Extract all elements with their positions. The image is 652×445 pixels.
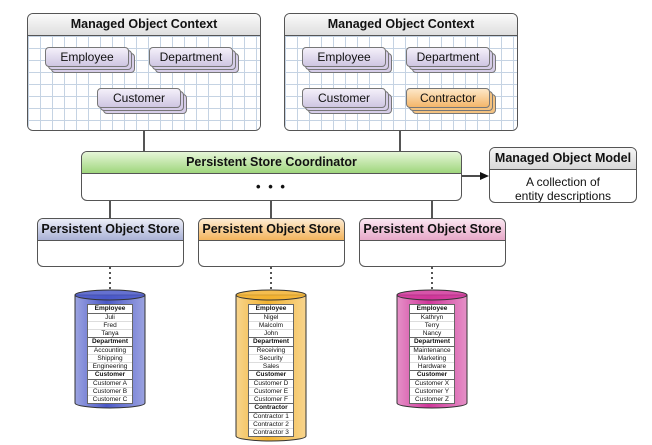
table-row: Tanya xyxy=(101,330,119,337)
table-row: Fred xyxy=(88,322,132,330)
table-row: Terry xyxy=(410,322,454,330)
entity-employee[interactable]: Employee xyxy=(45,47,135,73)
managed-object-model: Managed Object Model A collection of ent… xyxy=(489,147,637,203)
entity-contractor[interactable]: Contractor xyxy=(406,88,496,114)
model-description: A collection of entity descriptions xyxy=(514,175,612,203)
table-row: Customer E xyxy=(249,388,293,396)
persistent-object-store-3: Persistent Object Store xyxy=(359,218,506,267)
entity-employee[interactable]: Employee xyxy=(302,47,392,73)
managed-object-context-2: Managed Object Context Employee Departme… xyxy=(284,13,518,131)
entity-department[interactable]: Department xyxy=(149,47,239,73)
table-row: Customer D xyxy=(249,380,293,388)
table-row: Receiving xyxy=(249,347,293,355)
table-row: Customer F xyxy=(254,396,288,403)
table-name: Customer xyxy=(88,371,132,380)
persistent-store-coordinator: Persistent Store Coordinator • • • xyxy=(81,151,462,201)
table-row: Customer C xyxy=(92,396,128,403)
managed-object-context-1: Managed Object Context Employee Departme… xyxy=(27,13,261,131)
table-row: Shipping xyxy=(88,355,132,363)
entity-customer[interactable]: Customer xyxy=(302,88,392,114)
table-row: Contractor 2 xyxy=(249,421,293,429)
table-row: Contractor 3 xyxy=(253,429,289,436)
table-row: Juli xyxy=(88,314,132,322)
table-name: Employee xyxy=(249,305,293,314)
store-1-title: Persistent Object Store xyxy=(38,219,183,241)
table-row: Kathryn xyxy=(410,314,454,322)
table-name: Employee xyxy=(410,305,454,314)
context-1-title: Managed Object Context xyxy=(28,14,260,36)
table-row: Customer A xyxy=(88,380,132,388)
table-row: Contractor 1 xyxy=(249,413,293,421)
table-name: Contractor xyxy=(249,404,293,413)
table-row: Malcolm xyxy=(249,322,293,330)
table-row: Sales xyxy=(262,363,280,370)
table-row: Engineering xyxy=(92,363,128,370)
table-row: Hardware xyxy=(417,363,447,370)
table-name: Customer xyxy=(249,371,293,380)
context-2-title: Managed Object Context xyxy=(285,14,517,36)
store-2-title: Persistent Object Store xyxy=(199,219,344,241)
arrow-head-icon xyxy=(480,172,489,180)
table-row: Accounting xyxy=(88,347,132,355)
table-row: Marketing xyxy=(410,355,454,363)
table-row: Customer Z xyxy=(415,396,449,403)
table-name: Employee xyxy=(88,305,132,314)
table-row: Customer X xyxy=(410,380,454,388)
table-name: Department xyxy=(88,338,132,347)
table-row: John xyxy=(263,330,279,337)
model-title: Managed Object Model xyxy=(490,148,636,170)
store-3-title: Persistent Object Store xyxy=(360,219,505,241)
persistent-object-store-1: Persistent Object Store xyxy=(37,218,184,267)
table-name: Department xyxy=(249,338,293,347)
table-row: Maintenance xyxy=(410,347,454,355)
table-row: Customer B xyxy=(88,388,132,396)
coordinator-ellipsis: • • • xyxy=(256,179,287,194)
table-row: Nancy xyxy=(422,330,442,337)
coordinator-title: Persistent Store Coordinator xyxy=(82,152,461,174)
table-name: Department xyxy=(410,338,454,347)
entity-department[interactable]: Department xyxy=(406,47,496,73)
entity-customer[interactable]: Customer xyxy=(97,88,187,114)
table-row: Customer Y xyxy=(410,388,454,396)
persistent-object-store-2: Persistent Object Store xyxy=(198,218,345,267)
table-name: Customer xyxy=(410,371,454,380)
table-row: Nigel xyxy=(249,314,293,322)
table-row: Security xyxy=(249,355,293,363)
